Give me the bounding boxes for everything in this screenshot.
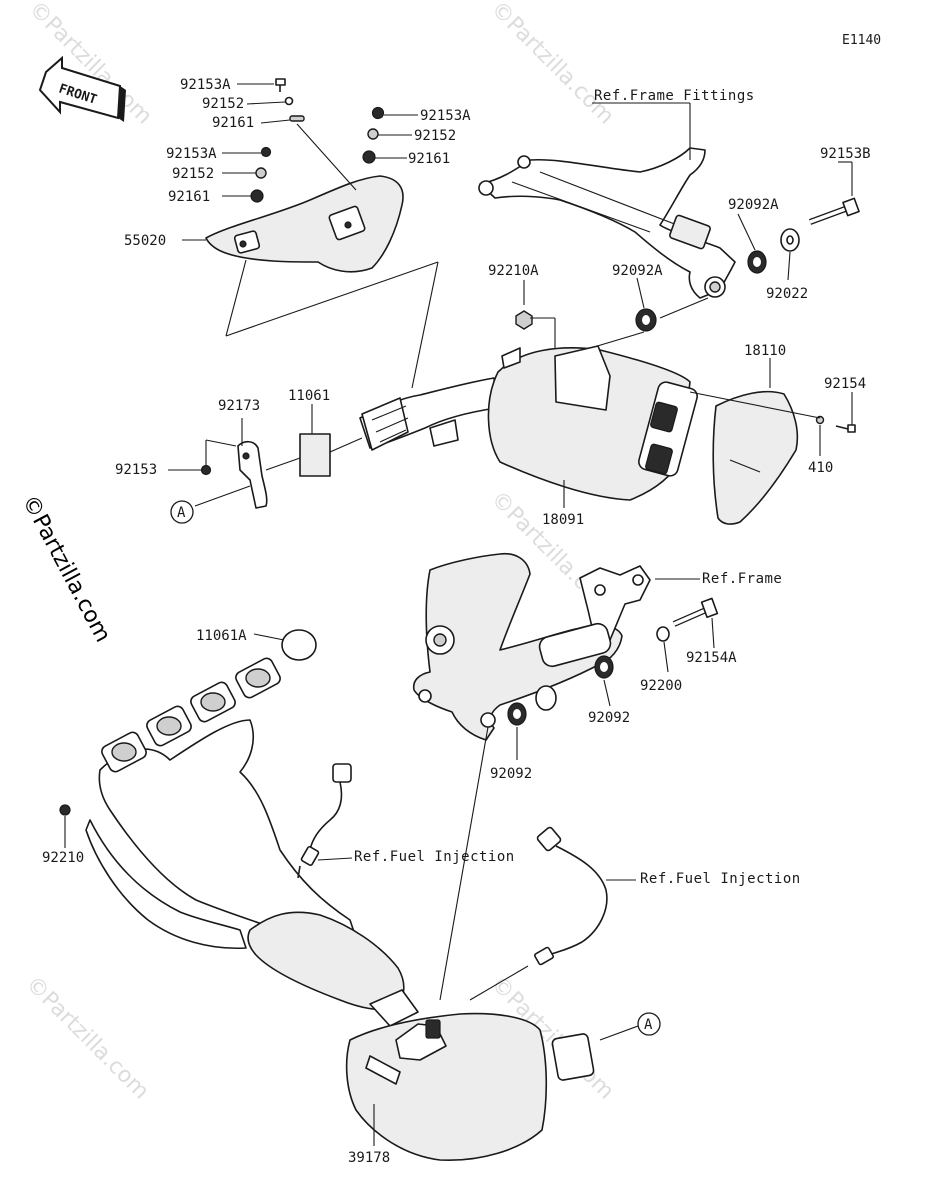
label-92092A: 92092A (728, 197, 779, 213)
label-92153A: 92153A (166, 146, 217, 162)
lower-bracket-group (412, 552, 719, 1001)
header-flange-icon (101, 731, 147, 773)
watermark-top-center: ©Partzilla.com (486, 0, 619, 129)
label-18091: 18091 (542, 512, 584, 528)
label-92210: 92210 (42, 850, 84, 866)
label-92153B: 92153B (820, 146, 871, 162)
gasket-11061A (281, 629, 317, 661)
cover-mount-icon (233, 230, 261, 254)
rubber-damper-icon (747, 250, 767, 274)
label-92153: 92153 (115, 462, 157, 478)
label-ref-fuel-injection: Ref.Fuel Injection (354, 849, 515, 865)
bolt-icon (808, 197, 860, 225)
label-92161: 92161 (408, 151, 450, 167)
nut-icon (515, 310, 533, 330)
label-ref-fuel-injection: Ref.Fuel Injection (640, 871, 801, 887)
rear-silencer-group (359, 280, 856, 525)
grommet-icon (362, 150, 376, 164)
label-11061A: 11061A (196, 628, 247, 644)
label-39178: 39178 (348, 1150, 390, 1166)
clamp-92173 (237, 440, 268, 509)
heat-cover-group (182, 78, 439, 389)
diagram-code: E1140 (842, 33, 881, 48)
watermark-bottom-left: ©Partzilla.com (21, 972, 154, 1105)
label-92200: 92200 (640, 678, 682, 694)
watermark-left-dark: ©Partzilla.com (17, 491, 115, 646)
label-92153A: 92153A (420, 108, 471, 124)
washer-icon (367, 128, 379, 140)
o2-sensor-icon (297, 763, 352, 879)
label-92152: 92152 (202, 96, 244, 112)
rubber-damper-icon (594, 655, 614, 679)
washer-icon (815, 415, 825, 425)
silencer-cover-18110 (712, 390, 799, 525)
nut-icon (200, 464, 212, 476)
label-92092A: 92092A (612, 263, 663, 279)
callout-a-circle (637, 1012, 661, 1036)
grommet-icon (289, 115, 305, 122)
front-arrow-icon: FRONT (38, 55, 126, 122)
label-92154: 92154 (824, 376, 866, 392)
label-92022: 92022 (766, 286, 808, 302)
label-92173: 92173 (218, 398, 260, 414)
muffler-body-39178 (345, 1012, 548, 1162)
callout-a-label: A (177, 505, 186, 521)
washer-icon (656, 626, 670, 642)
main-muffler-group: A (345, 1012, 661, 1162)
label-92153A: 92153A (180, 77, 231, 93)
label-92152: 92152 (172, 166, 214, 182)
gasket-11061 (299, 433, 331, 477)
washer-icon (780, 228, 800, 252)
bolt-icon (672, 597, 719, 627)
header-flange-icon (146, 705, 192, 747)
o2-sensor-icon (534, 826, 608, 966)
label-11061: 11061 (288, 388, 330, 404)
exhaust-header-group (59, 629, 636, 1027)
nut-icon (260, 146, 272, 158)
header-flange-icon (235, 657, 281, 699)
label-92161: 92161 (212, 115, 254, 131)
clamp-gasket-group: A (168, 404, 363, 524)
label-ref-frame-fittings: Ref.Frame Fittings (594, 88, 755, 104)
label-92092: 92092 (588, 710, 630, 726)
label-92154A: 92154A (686, 650, 737, 666)
label-92152: 92152 (414, 128, 456, 144)
catalyst-body (247, 911, 405, 1011)
nut-icon (371, 106, 385, 120)
callout-a-label: A (644, 1017, 653, 1033)
rubber-damper-icon (635, 308, 657, 332)
callout-a-circle (170, 500, 194, 524)
washer-icon (255, 167, 267, 179)
rubber-damper-icon (507, 702, 527, 726)
label-92092: 92092 (490, 766, 532, 782)
label-92210A: 92210A (488, 263, 539, 279)
washer-icon (284, 96, 294, 106)
label-ref-frame: Ref.Frame (702, 571, 782, 587)
nut-icon (59, 804, 71, 816)
label-410: 410 (808, 460, 833, 476)
label-55020: 55020 (124, 233, 166, 249)
frame-fitting-bracket (478, 102, 860, 332)
bolt-icon (275, 78, 286, 92)
screw-icon (835, 424, 856, 433)
header-flange-icon (190, 681, 236, 723)
heat-cover-55020 (205, 175, 404, 273)
label-92161: 92161 (168, 189, 210, 205)
grommet-icon (250, 189, 264, 203)
label-18110: 18110 (744, 343, 786, 359)
